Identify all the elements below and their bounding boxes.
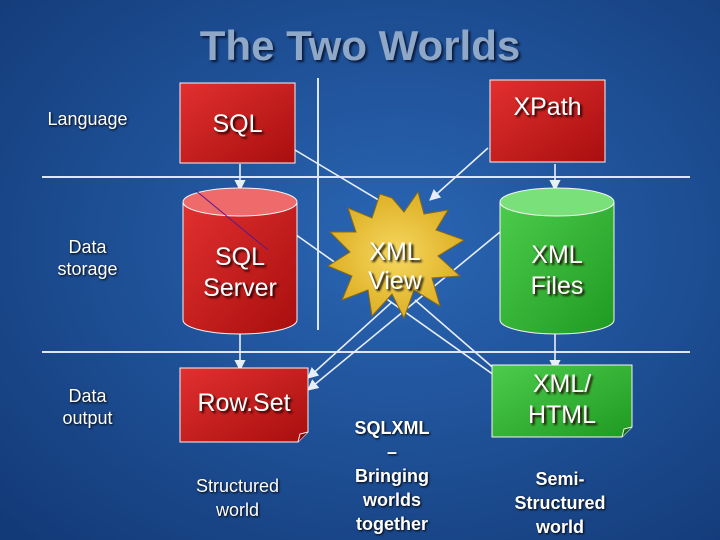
slide-title: The Two Worlds xyxy=(199,22,521,69)
arrow-view-to-rowset xyxy=(307,301,393,379)
sqlxml-caption: SQLXML – Bringing worlds together xyxy=(354,418,430,534)
xml-files-cylinder xyxy=(499,187,615,335)
arrow-view-to-html xyxy=(414,299,506,379)
rowset-box xyxy=(179,367,309,443)
sql-language-box xyxy=(179,82,296,164)
xpath-label: XPath xyxy=(513,93,582,121)
sql-language-label: SQL xyxy=(212,110,263,138)
sql-server-cylinder xyxy=(182,187,298,335)
xml-html-label: XML/ HTML xyxy=(527,370,597,429)
rowset-label: Row.Set xyxy=(197,389,291,417)
grid-lines xyxy=(42,78,690,353)
row-label-data-output: Data output xyxy=(62,386,113,428)
row-label-language: Language xyxy=(47,109,128,129)
row-label-data-storage: Data storage xyxy=(57,237,118,279)
xml-view-starburst xyxy=(326,190,466,320)
structured-world-caption: Structured world xyxy=(195,476,280,520)
sql-server-label: SQL Server xyxy=(203,243,277,302)
semi-structured-world-caption: Semi- Structured world xyxy=(514,469,606,537)
xml-view-label: XML View xyxy=(368,238,422,295)
xml-files-label: XML Files xyxy=(530,241,584,300)
arrow-xpath-to-view xyxy=(429,147,489,201)
arrow-sql-to-view xyxy=(294,149,393,209)
xml-html-box xyxy=(491,364,633,438)
xpath-box xyxy=(489,79,606,163)
